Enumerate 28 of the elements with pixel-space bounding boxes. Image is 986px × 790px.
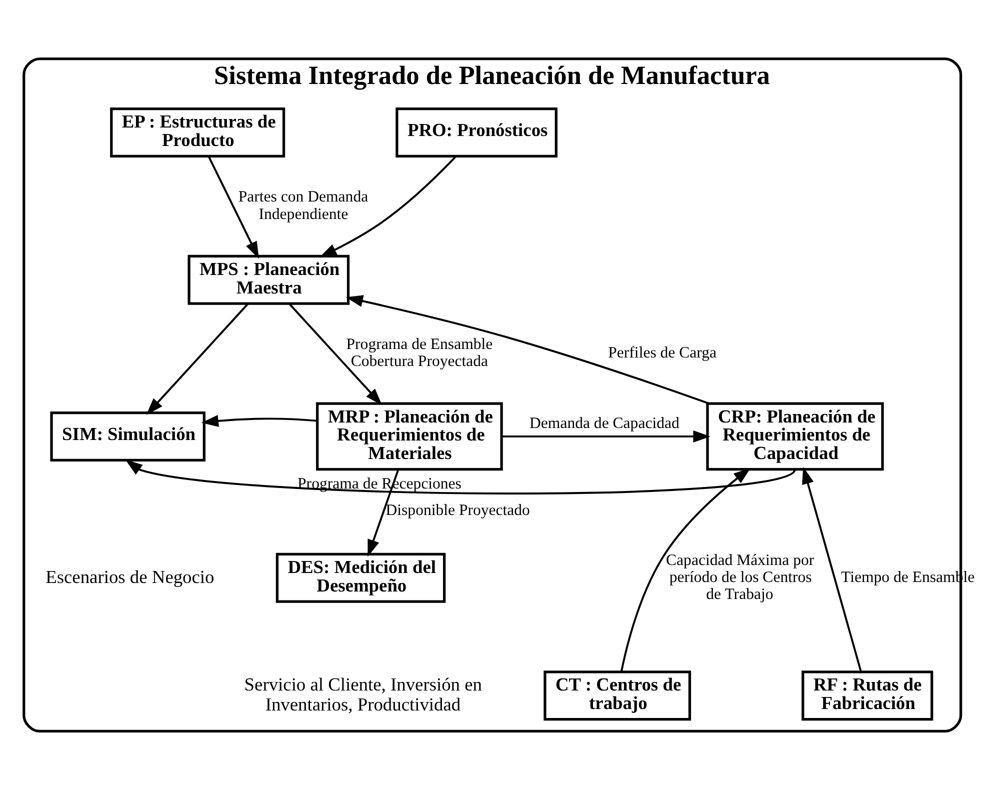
arrow xyxy=(368,469,400,557)
node-box: PRO: Pronósticos xyxy=(396,107,558,158)
arrow xyxy=(502,430,710,442)
arrow xyxy=(320,156,457,258)
node-box: RF : Rutas de Fabricación xyxy=(802,670,934,721)
arrow xyxy=(288,302,382,406)
node-box: CT : Centros de trabajo xyxy=(544,670,692,721)
edge-label: Disponible Proyectado xyxy=(386,502,530,519)
arrow xyxy=(125,460,796,494)
edge-label: Capacidad Máxima por período de los Centros de Trabajo xyxy=(666,552,814,604)
arrow xyxy=(201,414,318,427)
arrow xyxy=(802,466,862,672)
label: Escenarios de Negocio xyxy=(46,566,214,587)
node-box: MRP : Planeación de Requerimientos de Materiales xyxy=(316,402,503,471)
edge-label: Perfiles de Carga xyxy=(608,344,717,362)
arrow xyxy=(346,295,709,404)
edge-label: Demanda de Capacidad xyxy=(530,415,680,432)
node-box: MPS : Planeación Maestra xyxy=(188,254,350,305)
arrow xyxy=(208,156,259,259)
edge-label: Programa de Ensamble Cobertura Proyectada xyxy=(346,336,493,370)
node-box: SIM: Simulación xyxy=(50,411,206,462)
node-box: EP : Estructuras de Producto xyxy=(110,107,286,158)
edge-label: Partes con Demanda Independiente xyxy=(238,188,368,223)
arrow xyxy=(620,468,751,672)
node-box: CRP: Planeación de Requerimientos de Capacidad xyxy=(706,402,884,471)
arrow xyxy=(146,302,249,415)
label: Servicio al Cliente, Inversión en Inventarios, Productividad xyxy=(244,674,482,714)
node-box: DES: Medición del Desempeño xyxy=(276,552,446,603)
